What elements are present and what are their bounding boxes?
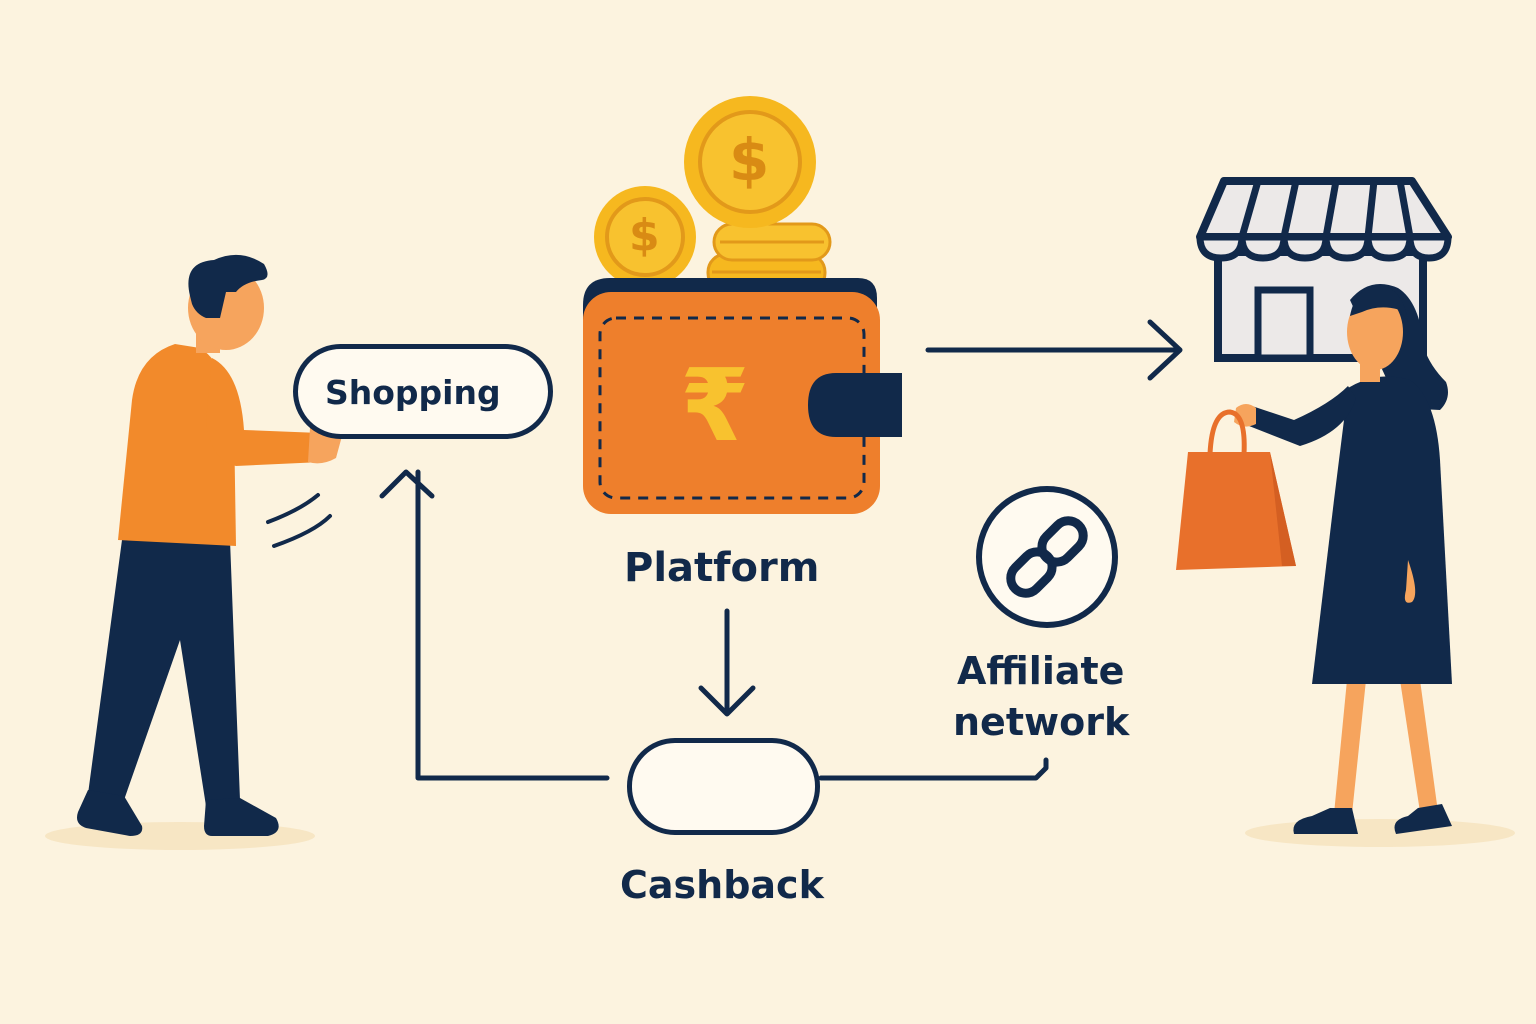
- man-figure: [77, 254, 363, 836]
- shopping-button[interactable]: Shopping: [293, 344, 553, 439]
- coin-icon: [594, 96, 832, 293]
- cashback-node[interactable]: [627, 738, 820, 835]
- cashback-label: Cashback: [620, 863, 824, 907]
- link-icon: [976, 486, 1118, 628]
- shopping-label: Shopping: [325, 373, 501, 412]
- ground-shadow-right: [1245, 819, 1515, 847]
- rupee-symbol: ₹: [680, 347, 750, 464]
- wallet-icon: [583, 278, 902, 514]
- shopping-bag-icon: [1176, 452, 1296, 570]
- platform-label: Platform: [624, 545, 820, 591]
- woman-figure: [1176, 284, 1452, 834]
- arrow-platform-to-store: [925, 319, 1183, 381]
- coin-dollar-large: $: [729, 126, 770, 194]
- coin-dollar-small: $: [629, 210, 660, 261]
- affiliate-label-line1: Affiliate: [957, 649, 1125, 693]
- arrow-cashback-to-shopping: [379, 469, 610, 781]
- line-cashback-to-affiliate: [818, 757, 1049, 781]
- affiliate-label-line2: network: [953, 700, 1130, 744]
- arrow-platform-to-cashback: [698, 608, 756, 717]
